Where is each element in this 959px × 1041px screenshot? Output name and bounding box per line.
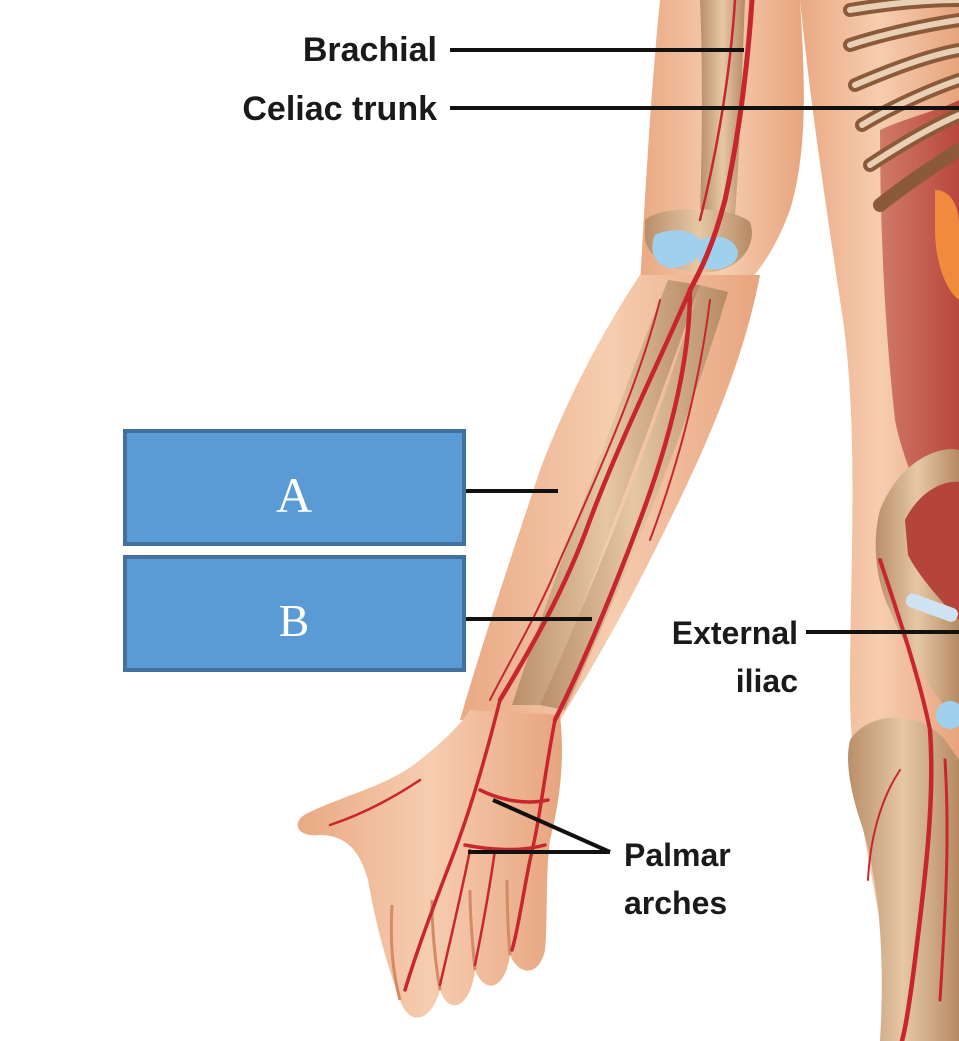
radius	[512, 280, 700, 705]
hip-cartilage	[936, 701, 959, 729]
arteries	[328, 0, 949, 1041]
forearm	[460, 275, 760, 720]
answer-box-a[interactable]: A	[123, 429, 466, 546]
label-palmar-arches-line1: Palmar	[624, 837, 731, 873]
label-brachial: Brachial	[303, 31, 437, 69]
label-external-iliac-line2: iliac	[736, 663, 798, 699]
organ	[935, 190, 959, 300]
answer-box-b[interactable]: B	[123, 555, 466, 672]
label-external-iliac-line1: External	[672, 615, 798, 651]
label-palmar-arches-line2: arches	[624, 885, 727, 921]
upper-arm	[640, 0, 804, 285]
hand	[297, 710, 562, 1018]
answer-box-b-label: B	[279, 595, 310, 646]
deep-palmar-arch	[463, 843, 547, 852]
ulna	[540, 285, 728, 710]
answer-box-a-label: A	[276, 467, 312, 523]
label-celiac-trunk: Celiac trunk	[242, 90, 437, 128]
leader-lines	[450, 48, 959, 854]
pelvis	[875, 449, 959, 729]
elbow-cartilage	[652, 230, 701, 268]
palmar-arch-leader-1	[492, 798, 611, 854]
rib-cage-light	[847, 0, 959, 168]
femur	[848, 717, 959, 1041]
superficial-palmar-arch	[478, 788, 550, 804]
